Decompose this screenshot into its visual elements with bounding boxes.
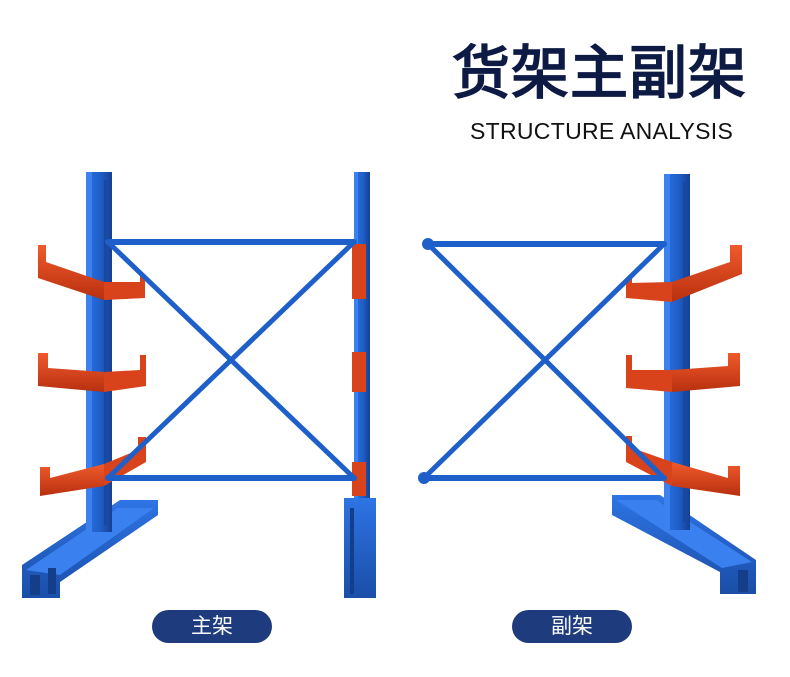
sub-rack-bracing	[418, 238, 667, 484]
sub-rack-label: 副架	[512, 610, 632, 643]
main-rack-arm-middle	[38, 353, 146, 392]
main-rack-label: 主架	[152, 610, 272, 643]
main-rack-arm-top	[38, 245, 145, 300]
page-subtitle: STRUCTURE ANALYSIS	[470, 118, 734, 144]
sub-rack-arm-middle	[626, 353, 740, 392]
sub-rack-arm-top	[626, 245, 742, 302]
main-rack	[22, 172, 376, 598]
main-rack-rear-upright	[344, 172, 376, 598]
sub-rack-base	[612, 495, 756, 594]
sub-rack	[612, 174, 756, 594]
main-rack-bracing	[105, 239, 357, 481]
page-title: 货架主副架	[452, 39, 748, 107]
main-rack-base	[22, 500, 158, 598]
